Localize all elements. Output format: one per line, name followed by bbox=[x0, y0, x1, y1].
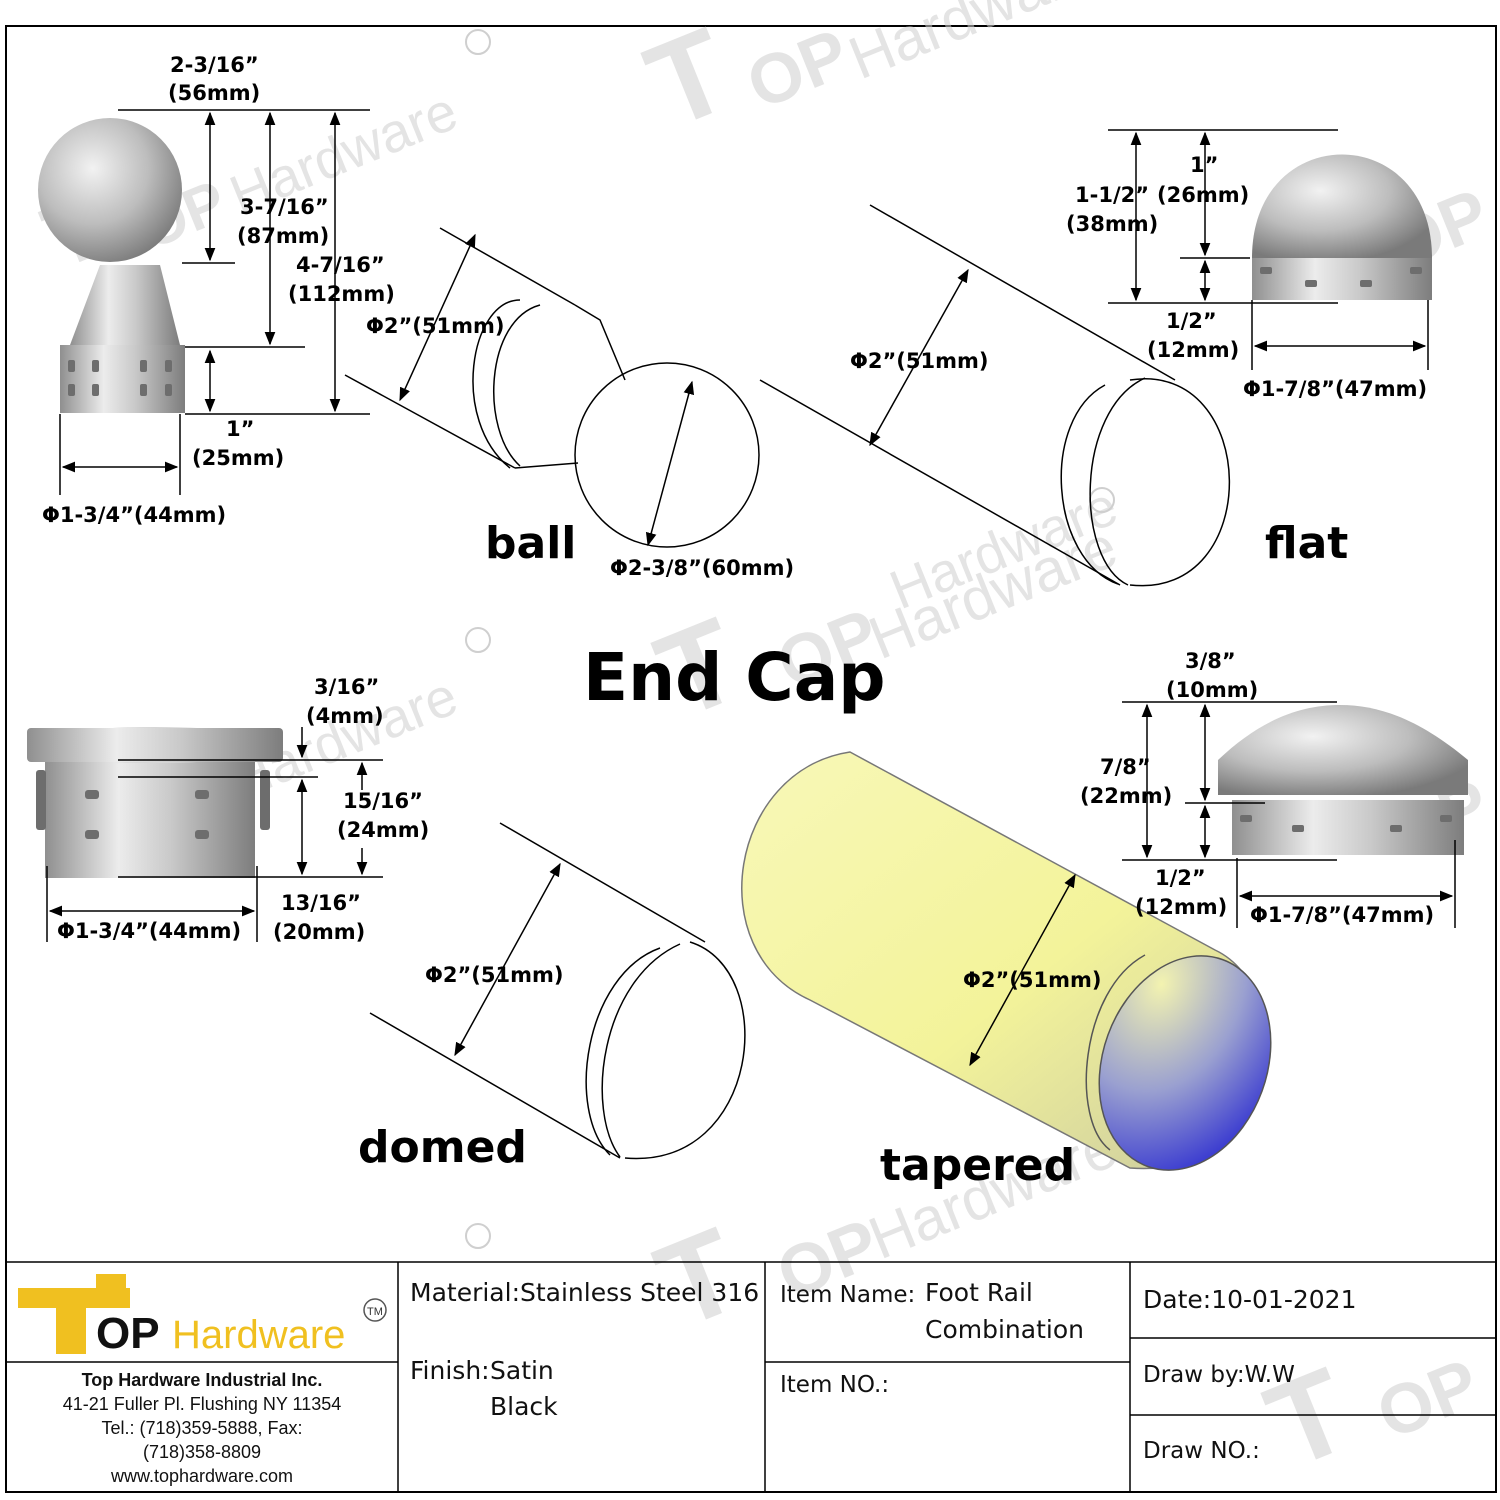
ball-width-label: 2-3/16” bbox=[170, 53, 259, 77]
ball-insert-mm-label: (25mm) bbox=[192, 446, 284, 470]
tapered-dia-label: Φ1-7/8”(47mm) bbox=[1250, 903, 1434, 927]
draw-no-label: Draw NO.: bbox=[1143, 1438, 1260, 1464]
item-no-label: Item NO.: bbox=[780, 1372, 890, 1398]
flat-total-mm-label: (38mm) bbox=[1066, 212, 1158, 236]
finish-value-2: Black bbox=[490, 1392, 558, 1421]
tapered-tube-drawing bbox=[741, 751, 1272, 1171]
flat-cap-photo bbox=[1252, 154, 1432, 300]
tapered-label: tapered bbox=[880, 1140, 1075, 1191]
item-name-value-1: Foot Rail bbox=[925, 1278, 1033, 1307]
date-field: Date:10-01-2021 bbox=[1143, 1285, 1356, 1314]
ball-dia-label: Φ2-3/8”(60mm) bbox=[610, 556, 794, 580]
ball-total-height-label: 4-7/16” bbox=[296, 253, 385, 277]
svg-text:OP: OP bbox=[1366, 1344, 1489, 1454]
item-name-value-2: Combination bbox=[925, 1315, 1084, 1344]
tapered-cap-photo bbox=[1218, 705, 1468, 855]
ball-insert-label: 1” bbox=[226, 417, 254, 441]
domed-tube-dia-label: Φ2”(51mm) bbox=[425, 963, 563, 987]
flat-tube-dia-label: Φ2”(51mm) bbox=[850, 349, 988, 373]
ball-width-mm-label: (56mm) bbox=[168, 81, 260, 105]
domed-insert-mm-label: (20mm) bbox=[273, 920, 365, 944]
domed-label: domed bbox=[358, 1122, 527, 1173]
domed-cap-photo bbox=[27, 727, 283, 878]
ball-base-dia-label: Φ1-3/4”(44mm) bbox=[42, 503, 226, 527]
material-value: Stainless Steel 316 bbox=[520, 1278, 760, 1307]
title-block-grid bbox=[6, 1261, 1496, 1492]
item-name-label: Item Name: bbox=[780, 1282, 916, 1308]
ball-height-label: 3-7/16” bbox=[240, 195, 329, 219]
logo-op: OP bbox=[96, 1309, 160, 1358]
domed-tube-drawing bbox=[369, 822, 746, 1160]
flat-dia-label: Φ1-7/8”(47mm) bbox=[1243, 377, 1427, 401]
svg-text:Hardware: Hardware bbox=[840, 0, 1106, 92]
ball-cap-photo bbox=[38, 118, 185, 413]
flat-top-mm-label: (26mm) bbox=[1157, 183, 1249, 207]
page-title: End Cap bbox=[583, 639, 886, 716]
ball-label: ball bbox=[485, 518, 576, 569]
company-website[interactable]: www.tophardware.com bbox=[110, 1466, 294, 1486]
ball-total-height-mm-label: (112mm) bbox=[288, 282, 395, 306]
finish-label: Finish: bbox=[410, 1356, 490, 1385]
company-address: 41-21 Fuller Pl. Flushing NY 11354 bbox=[62, 1394, 342, 1414]
domed-cap-dimensions bbox=[46, 727, 383, 942]
logo-tm: TM bbox=[367, 1306, 383, 1318]
logo-hardware: Hardware bbox=[172, 1313, 345, 1357]
tapered-height-label: 7/8” bbox=[1100, 755, 1151, 779]
company-logo: OP Hardware TM bbox=[10, 1270, 390, 1360]
finish-value-1: Satin bbox=[490, 1356, 554, 1385]
ball-cap-dimensions bbox=[59, 109, 370, 495]
tapered-insert-mm-label: (12mm) bbox=[1135, 895, 1227, 919]
flat-top-label: 1” bbox=[1190, 153, 1218, 177]
tapered-cap-dimensions bbox=[1122, 701, 1456, 928]
domed-top-label: 3/16” bbox=[314, 675, 379, 699]
ball-height-mm-label: (87mm) bbox=[237, 224, 329, 248]
domed-top-mm-label: (4mm) bbox=[306, 704, 384, 728]
domed-height-mm-label: (24mm) bbox=[337, 818, 429, 842]
material-field: Material:Stainless Steel 316 bbox=[410, 1278, 759, 1307]
ball-tube-dia-label: Φ2”(51mm) bbox=[366, 314, 504, 338]
flat-insert-mm-label: (12mm) bbox=[1147, 338, 1239, 362]
flat-tube-drawing bbox=[759, 204, 1231, 587]
flat-label: flat bbox=[1265, 518, 1348, 569]
company-fax: (718)358-8809 bbox=[142, 1442, 262, 1462]
company-phone: Tel.: (718)359-5888, Fax: bbox=[101, 1418, 303, 1438]
tapered-height-mm-label: (22mm) bbox=[1080, 784, 1172, 808]
date-label: Date: bbox=[1143, 1285, 1212, 1314]
company-name: Top Hardware Industrial Inc. bbox=[81, 1370, 323, 1390]
draw-by-field: Draw by:W.W bbox=[1143, 1362, 1295, 1388]
date-value: 10-01-2021 bbox=[1211, 1285, 1357, 1314]
draw-by-label: Draw by: bbox=[1143, 1362, 1245, 1388]
domed-insert-label: 13/16” bbox=[281, 891, 361, 915]
domed-height-label: 15/16” bbox=[343, 789, 423, 813]
flat-insert-label: 1/2” bbox=[1166, 309, 1217, 333]
draw-by-value: W.W bbox=[1244, 1362, 1295, 1388]
company-info: Top Hardware Industrial Inc. 41-21 Fulle… bbox=[10, 1368, 394, 1488]
tapered-tube-dia-label: Φ2”(51mm) bbox=[963, 968, 1101, 992]
tapered-top-mm-label: (10mm) bbox=[1166, 678, 1258, 702]
flat-total-label: 1-1/2” bbox=[1075, 183, 1149, 207]
flat-cap-dimensions bbox=[1108, 129, 1429, 370]
sheet-border bbox=[5, 25, 1497, 1493]
ball-tube-drawing bbox=[344, 227, 760, 548]
domed-dia-label: Φ1-3/4”(44mm) bbox=[57, 919, 241, 943]
material-label: Material: bbox=[410, 1278, 520, 1307]
tapered-insert-label: 1/2” bbox=[1155, 866, 1206, 890]
tapered-top-label: 3/8” bbox=[1185, 649, 1236, 673]
